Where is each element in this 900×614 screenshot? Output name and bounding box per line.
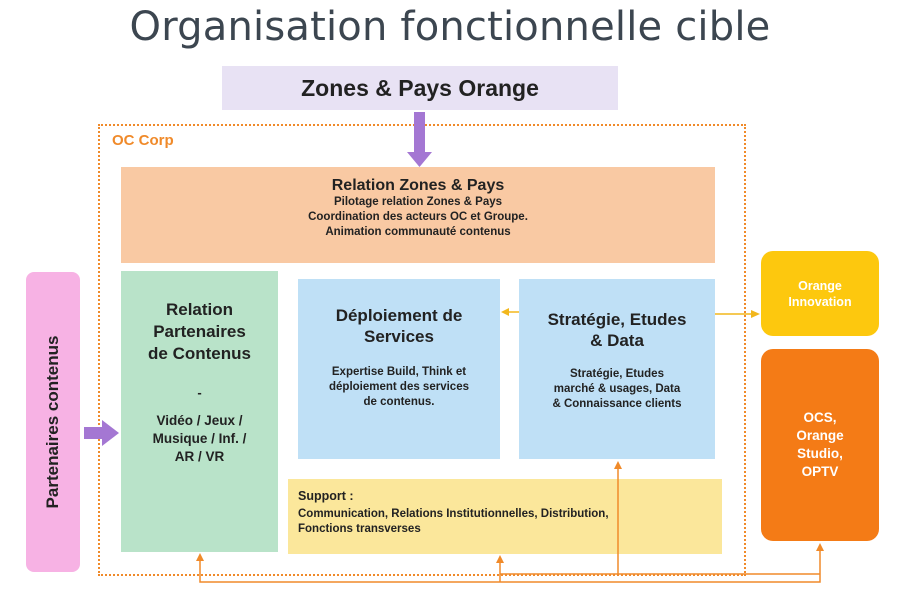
relation-partenaires-line: Musique / Inf. / [152,431,247,446]
deploiement-line: déploiement des services [329,381,469,393]
strategie-line: & Connaissance clients [552,398,682,410]
ocs-line: Orange [796,428,844,443]
orange-innovation-box: Orange Innovation [761,251,879,336]
deploiement-heading-line: Services [364,327,434,346]
relation-zones-pays-line: Coordination des acteurs OC et Groupe. [308,211,528,223]
relation-partenaires-heading-line: de Contenus [148,344,251,363]
deploiement-line: de contenus. [363,396,435,408]
orange-arrowheads [196,461,824,563]
deploiement-heading-line: Déploiement de [335,306,463,325]
zones-pays-orange-box: Zones & Pays Orange [222,66,618,110]
purple-arrow-right [84,420,119,446]
yellow-arrow-right [715,310,760,318]
strategie-line: marché & usages, Data [553,383,681,395]
orange-innovation-line: Innovation [788,294,852,309]
relation-zones-pays-box: Relation Zones & Pays Pilotage relation … [121,167,715,263]
support-line: Communication, Relations Institutionnell… [298,508,609,520]
strategie-heading-line: Stratégie, Etudes [547,310,687,329]
relation-zones-pays-heading: Relation Zones & Pays [331,177,505,194]
relation-zones-pays-line: Animation communauté contenus [325,226,511,238]
deploiement-line: Expertise Build, Think et [331,366,467,378]
strategie-etudes-data-box: Stratégie, Etudes & Data Stratégie, Etud… [519,279,715,459]
relation-partenaires-line: AR / VR [174,449,225,464]
strategie-heading-line: & Data [590,331,644,350]
relation-zones-pays-line: Pilotage relation Zones & Pays [333,196,503,208]
orange-innovation-line: Orange [798,278,842,293]
deploiement-services-box: Déploiement de Services Expertise Build,… [298,279,500,459]
relation-partenaires-dash: - [197,385,202,400]
orange-bottom-connectors [199,467,821,583]
ocs-line: OPTV [801,464,839,479]
purple-arrow-down [407,112,432,167]
support-line: Fonctions transverses [298,523,421,535]
relation-partenaires-line: Vidéo / Jeux / [156,413,243,428]
relation-partenaires-heading-line: Relation [165,300,234,319]
relation-partenaires-box: Relation Partenaires de Contenus - Vidéo… [121,271,278,552]
yellow-arrow-left [501,308,519,316]
partenaires-contenus-box: Partenaires contenus [26,272,80,572]
relation-partenaires-heading-line: Partenaires [153,322,246,341]
support-box: Support : Communication, Relations Insti… [288,479,722,554]
support-heading: Support : [298,489,354,503]
ocs-line: OCS, [803,410,837,425]
strategie-line: Stratégie, Etudes [570,368,664,380]
page-title: Organisation fonctionnelle cible [129,4,771,50]
ocs-orange-studio-optv-box: OCS, Orange Studio, OPTV [761,349,879,541]
ocs-line: Studio, [797,446,843,461]
oc-corp-label: OC Corp [112,132,174,149]
